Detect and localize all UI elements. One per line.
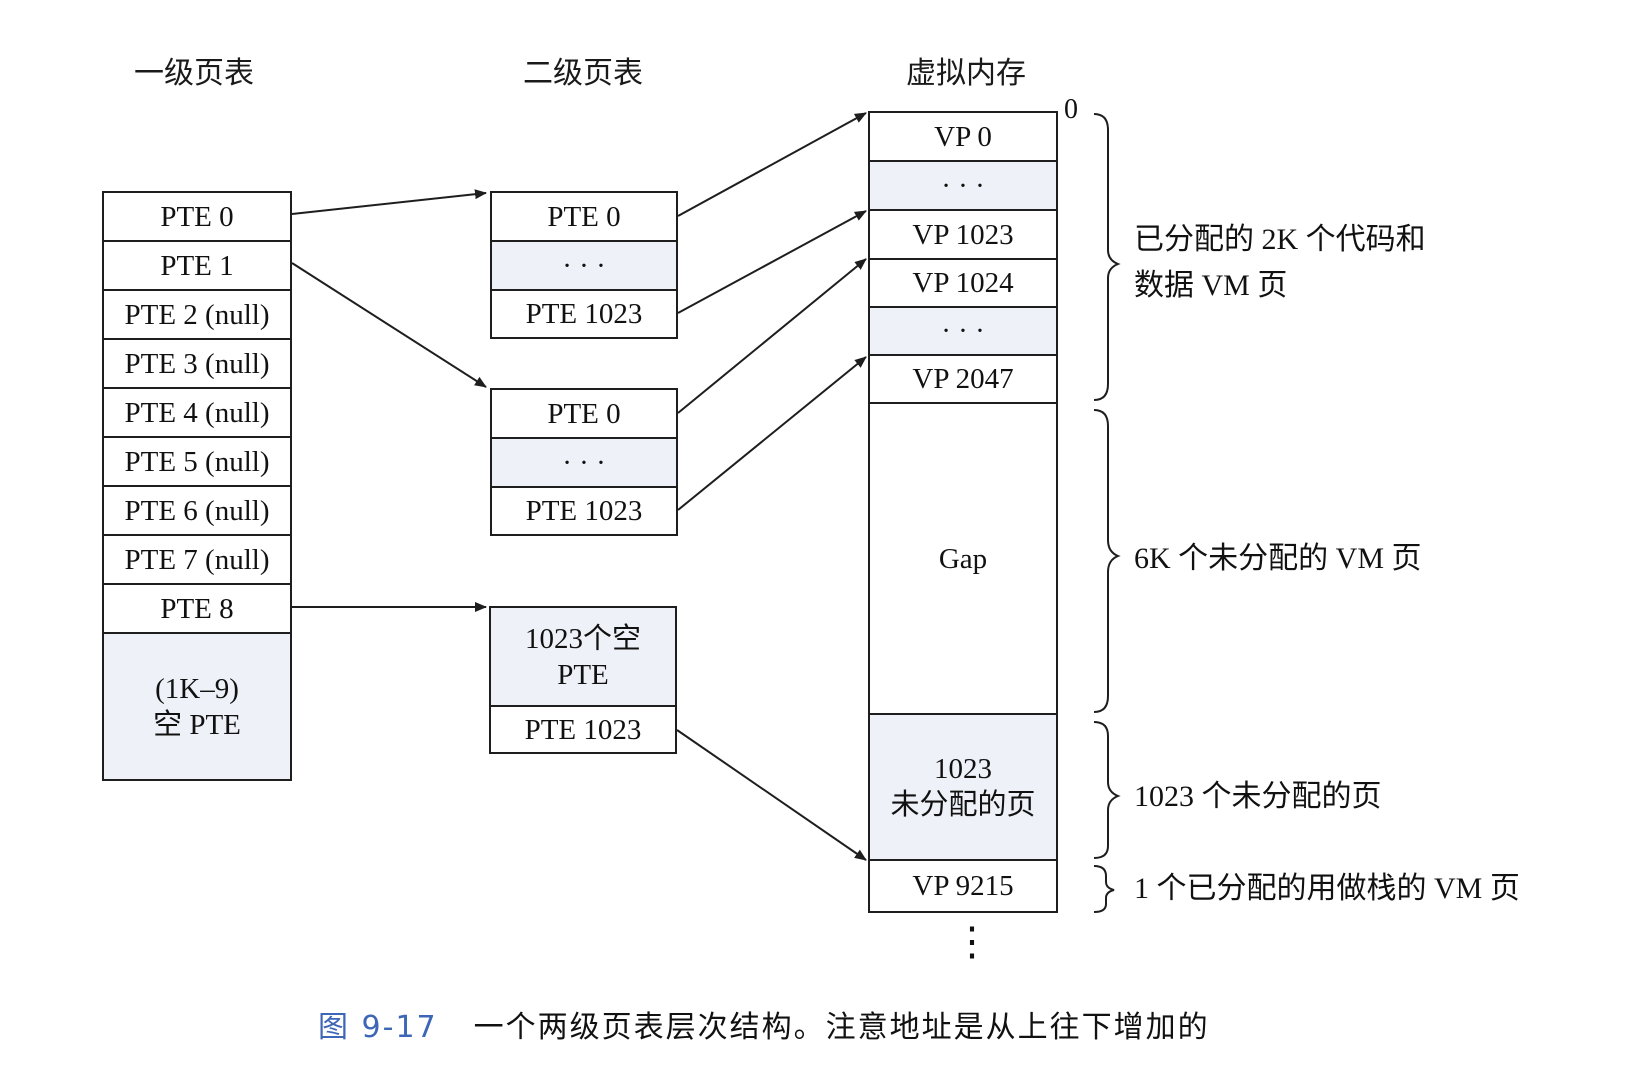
level1-pte-5: PTE 5 (null) [104, 438, 290, 487]
level1-pte-1: PTE 1 [104, 242, 290, 291]
level2a-ellipsis: · · · [492, 242, 676, 291]
vm-start-address: 0 [1064, 94, 1078, 125]
level2c-empty-ptes: 1023个空 PTE [491, 608, 675, 707]
level1-pte-7: PTE 7 (null) [104, 536, 290, 585]
level1-pte-4: PTE 4 (null) [104, 389, 290, 438]
vp-ellipsis-1: · · · [870, 162, 1056, 211]
level2-page-table-b: PTE 0 · · · PTE 1023 [490, 388, 678, 536]
figure-caption: 图 9-17 一个两级页表层次结构。注意地址是从上往下增加的 [318, 1002, 1210, 1046]
figure-number: 图 9-17 [318, 1010, 438, 1045]
arrow-l2a-pte0-to-vp0 [677, 112, 867, 217]
level1-pte-6: PTE 6 (null) [104, 487, 290, 536]
vm-heading: 虚拟内存 [906, 56, 1026, 91]
level2c-pte-1023: PTE 1023 [524, 713, 642, 746]
level1-pte-2: PTE 2 (null) [104, 291, 290, 340]
level2a-pte-1023: PTE 1023 [525, 298, 643, 330]
level2b-pte-0: PTE 0 [492, 390, 676, 439]
vp-ellipsis-2: · · · [870, 308, 1056, 356]
arrow-l2a-pte1023-to-vp1023 [677, 210, 867, 314]
level2-page-table-a: PTE 0 · · · PTE 1023 [490, 191, 678, 339]
vp-1024: VP 1024 [870, 260, 1056, 308]
level2-heading: 二级页表 [523, 56, 643, 91]
vp-2047: VP 2047 [870, 356, 1056, 404]
vp-0: VP 0 [870, 113, 1056, 162]
level2-page-table-c: 1023个空 PTE PTE 1023 [489, 606, 677, 754]
arrow-l2c-pte1023-to-vp9215 [676, 729, 867, 861]
vp-1023: VP 1023 [870, 211, 1056, 260]
brace-unallocated [1093, 721, 1121, 859]
vp-9215: VP 9215 [912, 870, 1014, 902]
vm-continuation-dots: ⋮ [952, 919, 992, 964]
brace-label-gap: 6K 个未分配的 VM 页 [1134, 542, 1422, 575]
level1-page-table: PTE 0 PTE 1 PTE 2 (null) PTE 3 (null) PT… [102, 191, 292, 781]
figure-caption-text: 一个两级页表层次结构。注意地址是从上往下增加的 [473, 1010, 1210, 1045]
arrow-l1pte1-to-l2b [291, 262, 487, 388]
brace-allocated-code-data [1093, 113, 1121, 401]
arrow-l2b-pte1023-to-vp2047 [677, 356, 867, 511]
level1-heading: 一级页表 [134, 56, 254, 91]
level1-pte-3: PTE 3 (null) [104, 340, 290, 389]
level1-pte-8: PTE 8 [104, 585, 290, 634]
brace-label-allocated-code-data: 已分配的 2K 个代码和 数据 VM 页 [1134, 223, 1426, 302]
level2b-ellipsis: · · · [492, 439, 676, 488]
level1-pte-0: PTE 0 [104, 193, 290, 242]
level1-empty-ptes: (1K–9) 空 PTE [104, 634, 290, 779]
level2b-pte-1023: PTE 1023 [525, 495, 643, 527]
arrow-l2b-pte0-to-vp1024 [677, 258, 867, 414]
brace-label-unallocated: 1023 个未分配的页 [1134, 780, 1382, 813]
brace-label-stack: 1 个已分配的用做栈的 VM 页 [1134, 872, 1520, 905]
vm-unallocated-1023: 1023 未分配的页 [870, 715, 1056, 861]
virtual-memory: VP 0 · · · VP 1023 VP 1024 · · · VP 2047… [868, 111, 1058, 913]
vm-gap: Gap [870, 404, 1056, 715]
brace-gap [1093, 409, 1121, 713]
arrow-l1pte0-to-l2a [291, 189, 487, 215]
brace-stack [1093, 865, 1115, 913]
level2a-pte-0: PTE 0 [492, 193, 676, 242]
